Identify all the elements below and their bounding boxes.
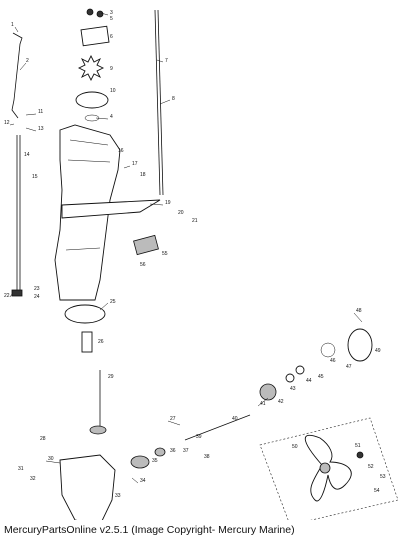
callout-34: 34 [140,478,146,484]
callout-47: 47 [346,364,352,370]
callout-37: 37 [183,448,189,454]
callout-18: 18 [140,172,146,178]
callout-22: 22 [4,293,10,299]
callout-24: 24 [34,294,40,300]
callout-54: 54 [374,488,380,494]
gear-housing [59,454,116,520]
callout-43: 43 [290,386,296,392]
callout-21: 21 [192,218,198,224]
callout-49: 49 [375,348,381,354]
housing-gasket [64,304,106,324]
callout-30: 30 [48,456,54,462]
driveshaft [154,9,161,196]
callout-9: 9 [110,66,113,72]
callout-32: 32 [30,476,36,482]
callout-51: 51 [355,443,361,449]
reverse-gear [259,383,277,401]
callout-16: 16 [118,148,124,154]
callout-29: 29 [108,374,114,380]
callout-1: 1 [11,22,14,28]
callout-44: 44 [306,378,312,384]
pump-bolt-2 [96,10,104,18]
housing-fin [61,199,161,219]
callout-50: 50 [292,444,298,450]
water-pump-cover [80,25,110,47]
callout-5: 5 [110,16,113,22]
callout-33: 33 [115,493,121,499]
callout-31: 31 [18,466,24,472]
callout-36: 36 [170,448,176,454]
bearing-sleeve [81,331,93,353]
callout-53: 53 [380,474,386,480]
callout-40: 40 [232,416,238,422]
callout-27: 27 [170,416,176,422]
callout-52: 52 [368,464,374,470]
callout-14: 14 [24,152,30,158]
propeller-hub [319,462,331,474]
callout-10: 10 [110,88,116,94]
impeller [77,54,105,82]
callout-46: 46 [330,358,336,364]
callout-23: 23 [34,286,40,292]
callout-45: 45 [318,374,324,380]
shift-shaft-nut [11,289,23,297]
callout-20: 20 [178,210,184,216]
leader-lines [9,12,363,484]
callout-15: 15 [32,174,38,180]
callout-7: 7 [165,58,168,64]
callout-41: 41 [260,401,266,407]
pump-bolt [86,8,94,16]
forward-gear [130,455,150,469]
callout-3: 3 [110,10,113,16]
callout-42: 42 [278,399,284,405]
pump-plate [75,91,109,109]
callout-19: 19 [165,200,171,206]
gear-housing-seal [89,425,107,435]
callout-8: 8 [172,96,175,102]
housing-detail [65,139,111,251]
callout-12: 12 [4,120,10,126]
washer-1 [295,365,305,375]
exploded-parts-diagram: 1 2 3 4 5 6 7 8 9 10 11 12 13 14 15 16 1… [4,8,399,520]
callout-17: 17 [132,161,138,167]
callout-11: 11 [38,109,43,115]
callout-38: 38 [204,454,210,460]
callout-28: 28 [40,436,46,442]
callout-26: 26 [98,339,104,345]
prop-nut [356,451,364,459]
bearing-carrier [347,328,373,362]
callout-13: 13 [38,126,44,132]
washer-2 [285,373,295,383]
callout-35: 35 [152,458,158,464]
callout-2: 2 [26,58,29,64]
image-caption: MercuryPartsOnline v2.5.1 (Image Copyrig… [4,524,295,536]
pinion-gear [154,447,166,457]
trim-tab [133,234,159,256]
callout-25: 25 [110,299,116,305]
callout-6: 6 [110,34,113,40]
callout-39: 39 [196,434,202,440]
callout-55: 55 [162,251,168,257]
propeller-shaft [184,414,251,441]
callout-4: 4 [110,114,113,120]
callout-48: 48 [356,308,362,314]
o-ring [320,342,336,358]
callout-56: 56 [140,262,146,268]
driveshaft-edge [157,9,164,196]
shift-rod-upper [11,32,23,119]
